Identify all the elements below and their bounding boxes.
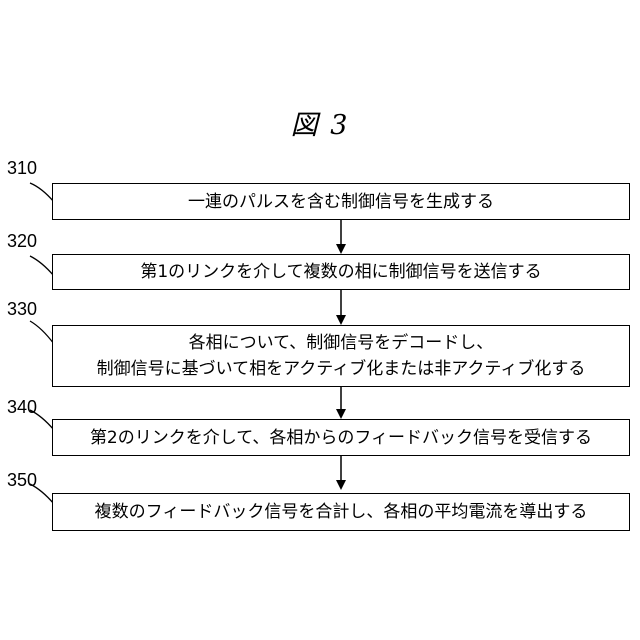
step-box-310: 一連のパルスを含む制御信号を生成する — [52, 183, 630, 220]
leader-line-320 — [30, 256, 54, 276]
flow-arrow-1 — [336, 220, 346, 254]
step-number-330: 330 — [7, 299, 37, 320]
flow-arrow-4 — [336, 456, 346, 490]
step-box-350: 複数のフィードバック信号を合計し、各相の平均電流を導出する — [52, 493, 630, 531]
leader-line-310 — [30, 183, 54, 202]
flow-arrow-3 — [336, 387, 346, 419]
step-box-330: 各相について、制御信号をデコードし、 制御信号に基づいて相をアクティブ化または非… — [52, 325, 630, 387]
step-box-340: 第2のリンクを介して、各相からのフィードバック信号を受信する — [52, 419, 630, 456]
step-text-line-2: 制御信号に基づいて相をアクティブ化または非アクティブ化する — [97, 356, 586, 382]
step-box-320: 第1のリンクを介して複数の相に制御信号を送信する — [52, 254, 630, 290]
step-text: 第2のリンクを介して、各相からのフィードバック信号を受信する — [90, 425, 592, 451]
step-text: 一連のパルスを含む制御信号を生成する — [188, 189, 494, 215]
leader-line-330 — [30, 321, 54, 344]
step-number-350: 350 — [7, 470, 37, 491]
step-number-310: 310 — [7, 158, 37, 179]
step-number-340: 340 — [7, 397, 37, 418]
step-text: 複数のフィードバック信号を合計し、各相の平均電流を導出する — [95, 499, 588, 525]
step-number-320: 320 — [7, 231, 37, 252]
flow-arrow-2 — [336, 290, 346, 325]
step-text: 第1のリンクを介して複数の相に制御信号を送信する — [140, 259, 541, 285]
step-text-line-1: 各相について、制御信号をデコードし、 — [189, 330, 494, 356]
